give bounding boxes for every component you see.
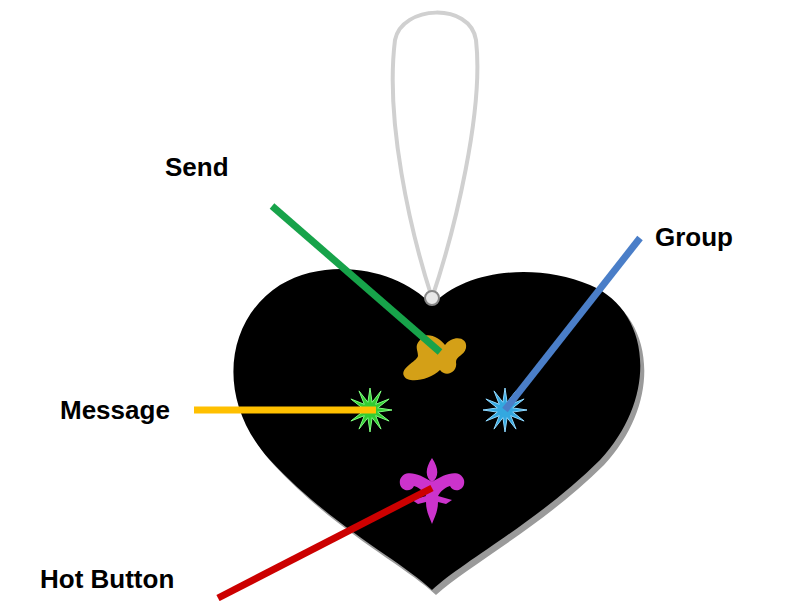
send-symbol [403, 335, 466, 380]
part-label: Hot Button [40, 564, 174, 594]
leader-line [272, 206, 440, 352]
part-label: Group [655, 222, 733, 252]
leader-line [505, 238, 640, 410]
leader-line [194, 407, 376, 414]
part-label: Message [60, 395, 170, 425]
string-loop [393, 13, 478, 298]
leader-line [218, 488, 432, 598]
part-label: Send [165, 152, 229, 182]
hang-hole [425, 291, 439, 305]
